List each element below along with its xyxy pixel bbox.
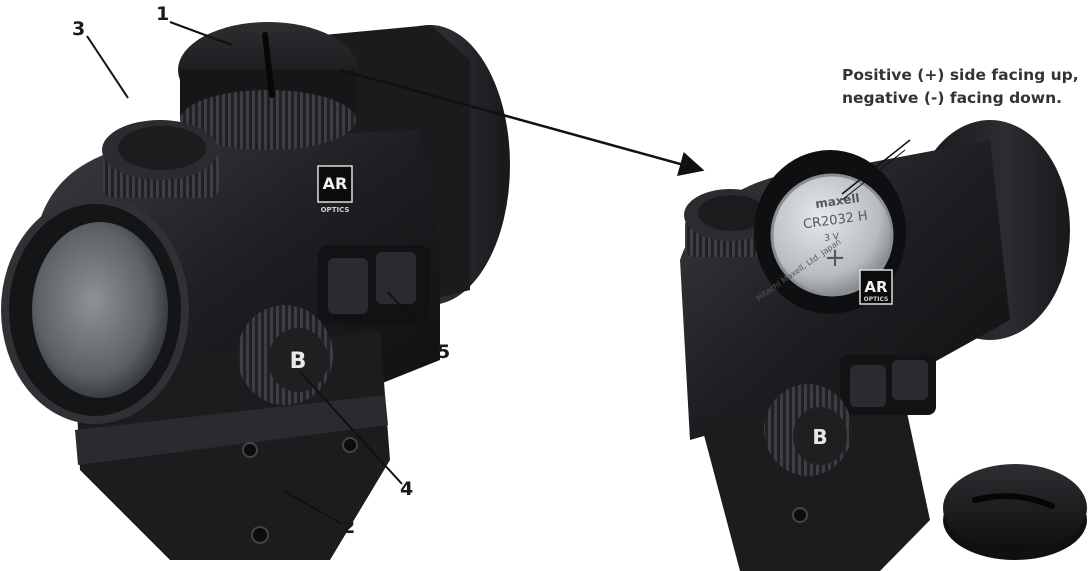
callout-line-2 bbox=[281, 489, 343, 525]
removed-battery-cap bbox=[943, 464, 1087, 560]
caption-line-1: Positive (+) side facing up, bbox=[842, 66, 1079, 84]
front-lens bbox=[32, 222, 168, 398]
cap-slot bbox=[262, 32, 275, 98]
caption-line-2: negative (-) facing down. bbox=[842, 89, 1063, 107]
pointer-arrow bbox=[339, 68, 705, 177]
caption-pointer bbox=[841, 139, 911, 195]
svg-text:OPTICS: OPTICS bbox=[321, 206, 350, 214]
callout-line-1 bbox=[169, 21, 233, 46]
battery-brand: maxell bbox=[814, 191, 860, 211]
ar-optics-badge: AR OPTICS bbox=[317, 165, 353, 214]
cr2032-battery bbox=[770, 173, 894, 297]
callout-number-1: 1 bbox=[156, 3, 170, 25]
mount-screw-3 bbox=[242, 442, 258, 458]
callout-line-4 bbox=[299, 371, 403, 485]
svg-text:AR: AR bbox=[323, 174, 348, 193]
callout-number-3: 3 bbox=[72, 18, 86, 40]
callout-lines bbox=[86, 21, 439, 525]
callout-number-5: 5 bbox=[437, 341, 451, 363]
right-windage-knob: B bbox=[764, 384, 852, 476]
callout-number-4: 4 bbox=[400, 478, 414, 500]
callout-line-3 bbox=[86, 35, 129, 99]
windage-knob: B bbox=[237, 305, 333, 405]
callout-number-2: 2 bbox=[342, 516, 356, 538]
battery-voltage: 3 V bbox=[824, 232, 841, 244]
mount-screw-1 bbox=[251, 526, 269, 544]
right-ar-optics-badge: AR OPTICS bbox=[859, 269, 893, 305]
mount-screw-2 bbox=[342, 437, 358, 453]
callout-line-5 bbox=[387, 291, 439, 349]
svg-text:B: B bbox=[812, 425, 827, 449]
svg-text:OPTICS: OPTICS bbox=[864, 296, 889, 303]
right-brightness-knob bbox=[684, 189, 777, 257]
battery-polarity: + bbox=[824, 243, 846, 273]
battery-orientation-caption: Positive (+) side facing up, negative (-… bbox=[842, 64, 1087, 110]
brightness-knob bbox=[102, 120, 219, 198]
red-dot-sight-assembled: B AR OPTICS bbox=[1, 22, 510, 560]
right-mount bbox=[700, 380, 930, 571]
red-dot-sight-open: maxell CR2032 H 3 V + Hitachi Maxell, Lt… bbox=[680, 120, 1087, 571]
svg-text:AR: AR bbox=[864, 278, 888, 296]
bushnell-logo: B bbox=[290, 349, 307, 374]
adjustment-buttons bbox=[318, 245, 430, 325]
